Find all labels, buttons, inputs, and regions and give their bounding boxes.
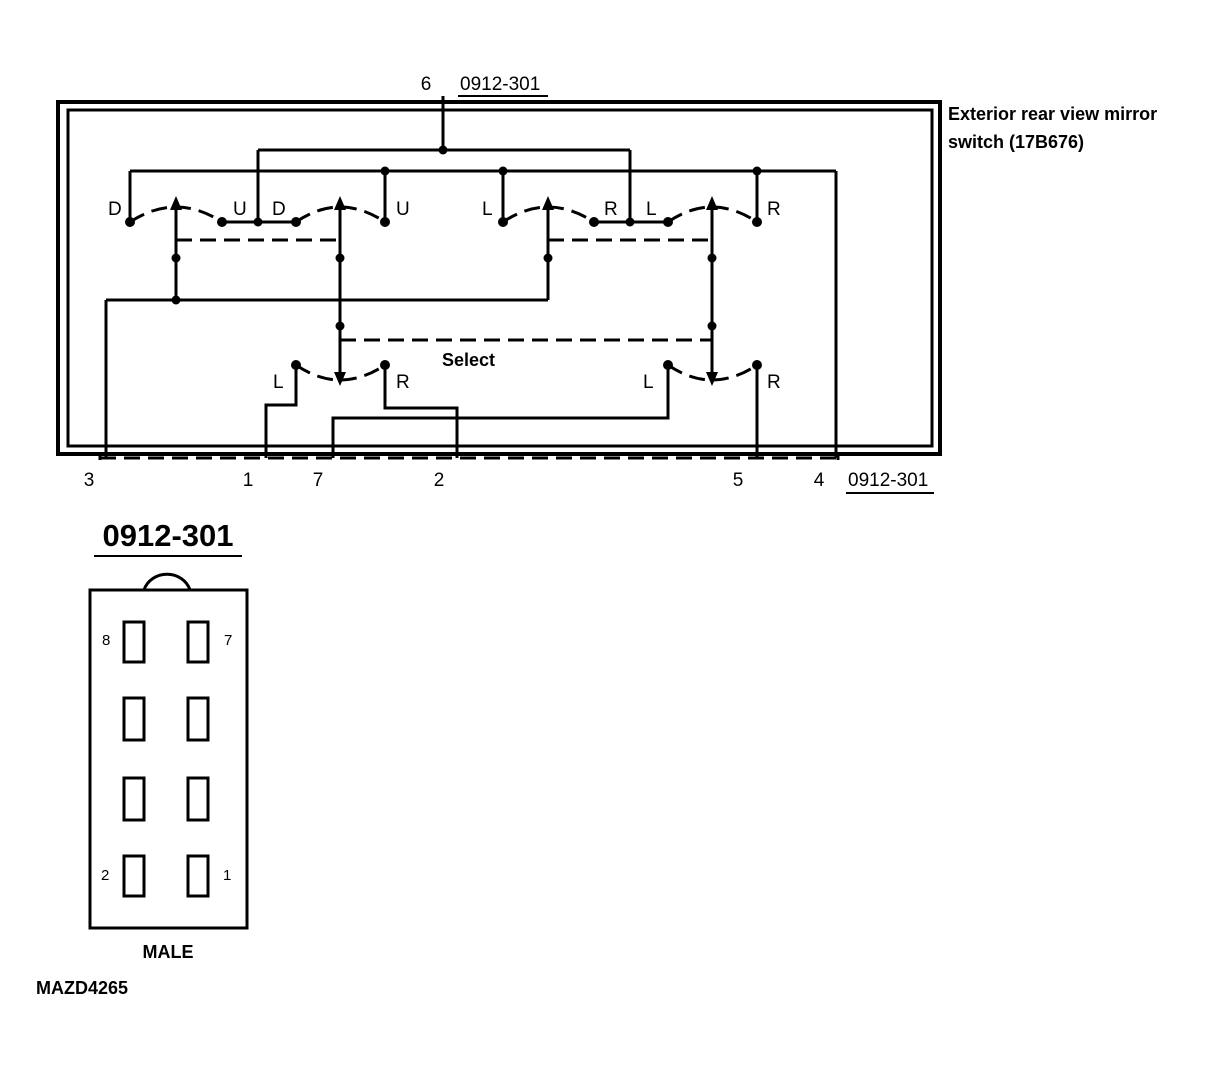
- switch-label: R: [767, 199, 781, 220]
- sel2-arc: [667, 363, 758, 382]
- sel2-arrow: [706, 372, 718, 386]
- terminal: [122, 776, 146, 822]
- switch-label: D: [108, 199, 122, 220]
- lr2-arrow: [706, 196, 718, 210]
- pin-label: 2: [434, 470, 445, 491]
- junction: [335, 321, 345, 331]
- junction: [625, 217, 635, 227]
- terminal: [186, 776, 210, 822]
- sel1-arrow: [334, 372, 346, 386]
- lr1-arrow: [542, 196, 554, 210]
- ud2-arrow: [334, 196, 346, 210]
- connector-label-top: 0912-301: [460, 74, 540, 95]
- switch-label: L: [646, 199, 657, 220]
- junction: [171, 253, 181, 263]
- ud1-arrow: [170, 196, 182, 210]
- contact: [217, 217, 227, 227]
- junction: [498, 166, 508, 176]
- junction: [438, 145, 448, 155]
- junction: [707, 321, 717, 331]
- component-name-line2: switch (17B676): [948, 132, 1084, 152]
- terminal-label: 2: [101, 867, 109, 884]
- switch-label: U: [233, 199, 247, 220]
- connector-face-title: 0912-301: [102, 518, 233, 553]
- select-label: Select: [442, 350, 495, 370]
- switch-label: R: [396, 372, 410, 393]
- connector-label-bottom: 0912-301: [848, 470, 928, 491]
- housing-inner: [66, 108, 934, 448]
- terminal-label: 7: [224, 632, 232, 649]
- junction: [380, 166, 390, 176]
- contact: [125, 217, 135, 227]
- junction: [253, 217, 263, 227]
- wire-pin1: [264, 365, 298, 458]
- connector-body: [88, 588, 249, 930]
- switch-label: D: [272, 199, 286, 220]
- switch-label: L: [273, 372, 284, 393]
- pin-label: 7: [313, 470, 324, 491]
- terminal-label: 1: [223, 867, 231, 884]
- housing-outer: [56, 100, 942, 456]
- terminal: [122, 696, 146, 742]
- terminal: [186, 854, 210, 898]
- ud2-arc: [295, 205, 386, 224]
- terminal: [122, 854, 146, 898]
- switch-label: R: [767, 372, 781, 393]
- switch-label: R: [604, 199, 618, 220]
- contact: [498, 217, 508, 227]
- junction: [752, 166, 762, 176]
- terminal: [186, 620, 210, 664]
- switch-label: L: [482, 199, 493, 220]
- contact: [380, 217, 390, 227]
- contact: [663, 217, 673, 227]
- connector-latch: [142, 572, 192, 591]
- pin-label: 5: [733, 470, 744, 491]
- component-name-line1: Exterior rear view mirror: [948, 104, 1157, 124]
- switch-label: L: [643, 372, 654, 393]
- pin-label: 1: [243, 470, 254, 491]
- terminal: [186, 696, 210, 742]
- junction: [707, 253, 717, 263]
- contact: [291, 217, 301, 227]
- switch-label: U: [396, 199, 410, 220]
- pin-label-6: 6: [421, 74, 432, 95]
- lr2-arc: [667, 205, 758, 224]
- figure-id: MAZD4265: [36, 978, 128, 998]
- pin-label: 4: [814, 470, 825, 491]
- junction: [335, 253, 345, 263]
- contact: [589, 217, 599, 227]
- junction: [543, 253, 553, 263]
- connector-gender: MALE: [143, 942, 194, 962]
- terminal: [122, 620, 146, 664]
- sel1-arc: [295, 363, 386, 382]
- pin-label: 3: [84, 470, 95, 491]
- terminal-label: 8: [102, 632, 110, 649]
- contact: [752, 217, 762, 227]
- wire-pin2: [383, 365, 459, 458]
- wire-pin7: [331, 365, 670, 458]
